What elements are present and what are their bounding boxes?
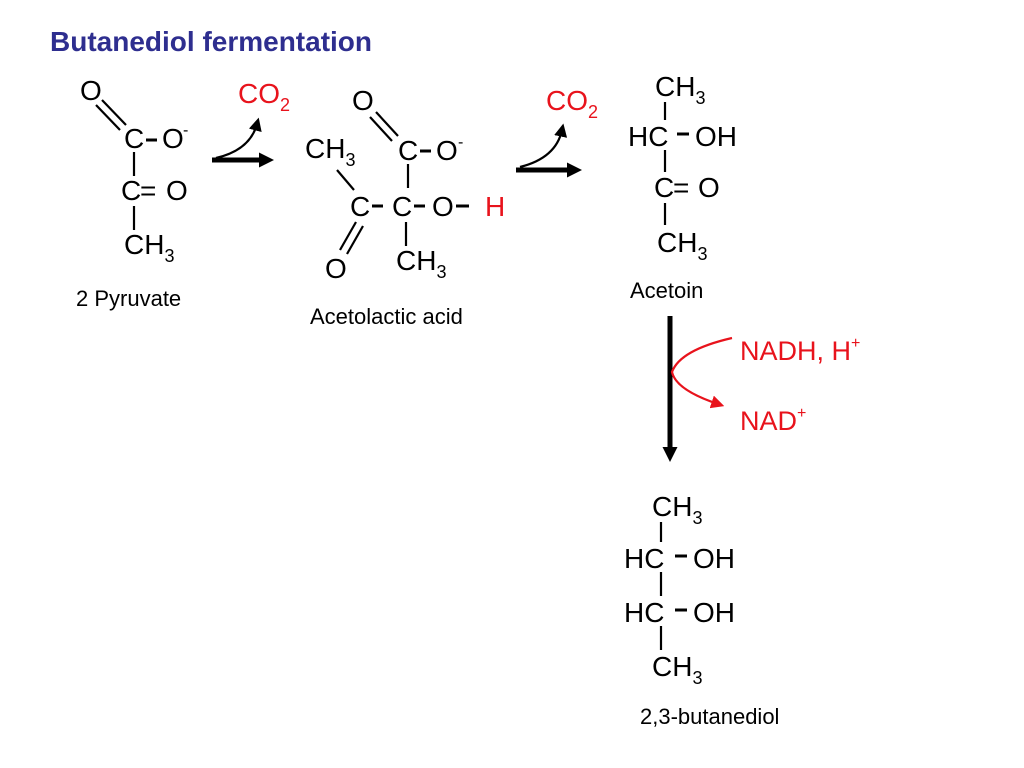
step2-co2-release-arrow	[519, 123, 568, 169]
acetolactic-ch3-c-bond	[336, 169, 355, 191]
butanediol-ch3-bottom: CH3	[652, 651, 702, 688]
acetoin-ch3-bottom: CH3	[657, 227, 707, 264]
step2-co2-label: CO2	[546, 85, 598, 122]
acetoin-hc: HC	[628, 121, 668, 152]
acetolactic-c-carboxyl: C	[398, 135, 418, 166]
acetolactic-co-double-bond-a	[375, 111, 399, 137]
acetoin-oh: OH	[695, 121, 737, 152]
nad-label: NAD+	[740, 405, 806, 436]
acetoin-structure: CH3 HC OH C = O CH3 Acetoin	[628, 71, 737, 303]
pyruvate-co-double-bond-a	[101, 99, 127, 126]
pyruvate-c1: C	[124, 123, 144, 154]
page-title: Butanediol fermentation	[50, 26, 373, 57]
acetolactic-ch3-bottom: CH3	[396, 245, 446, 282]
acetoin-label: Acetoin	[630, 278, 703, 303]
pyruvate-keto-double-bond: =	[140, 175, 156, 206]
acetolactic-co-double-bond-b	[369, 116, 393, 142]
butanediol-oh1: OH	[693, 543, 735, 574]
pyruvate-co-double-bond-b	[95, 104, 121, 131]
step1-arrow: CO2	[212, 78, 290, 168]
butanediol-ch3-top: CH3	[652, 491, 702, 528]
acetolactic-o-top: O	[352, 85, 374, 116]
butanediol-hc2: HC	[624, 597, 664, 628]
acetolactic-structure: O C O - CH3 C C O H O CH3 Acetolactic ac…	[305, 85, 505, 329]
butanediol-label: 2,3-butanediol	[640, 704, 779, 729]
acetolactic-label: Acetolactic acid	[310, 304, 463, 329]
acetolactic-c-keto: C	[350, 191, 370, 222]
acetoin-c: C	[654, 172, 674, 203]
step3-cofactor-arrow	[670, 336, 733, 409]
pyruvate-o-keto: O	[166, 175, 188, 206]
butanediol-oh2: OH	[693, 597, 735, 628]
pyruvate-charge: -	[183, 122, 188, 139]
step3-arrow: NADH, H+ NAD+	[662, 316, 860, 462]
nadh-label: NADH, H+	[740, 335, 860, 366]
pyruvate-label: 2 Pyruvate	[76, 286, 181, 311]
pyruvate-o-minus: O	[162, 123, 184, 154]
pyruvate-c2: C	[121, 175, 141, 206]
step1-co2-release-arrow	[215, 117, 262, 160]
acetolactic-c-center: C	[392, 191, 412, 222]
acetolactic-keto-double-bond-a	[339, 221, 357, 251]
butanediol-structure: CH3 HC OH HC OH CH3 2,3-butanediol	[624, 491, 779, 729]
acetolactic-keto-double-bond-b	[346, 225, 364, 255]
pyruvate-o-top: O	[80, 75, 102, 106]
pyruvate-ch3: CH3	[124, 229, 174, 266]
acetolactic-o-minus: O	[436, 135, 458, 166]
acetolactic-o-bottom: O	[325, 253, 347, 284]
acetolactic-ch3-left: CH3	[305, 133, 355, 170]
pyruvate-structure: O C O - C = O CH3 2 Pyruvate	[76, 75, 188, 311]
acetolactic-charge: -	[458, 134, 463, 151]
acetolactic-o-hydroxyl: O	[432, 191, 454, 222]
acetoin-double-bond: =	[673, 172, 689, 203]
step1-co2-label: CO2	[238, 78, 290, 115]
acetoin-o: O	[698, 172, 720, 203]
acetolactic-hydrogen: H	[485, 191, 505, 222]
step2-arrow: CO2	[516, 85, 598, 178]
acetoin-ch3-top: CH3	[655, 71, 705, 108]
butanediol-hc1: HC	[624, 543, 664, 574]
